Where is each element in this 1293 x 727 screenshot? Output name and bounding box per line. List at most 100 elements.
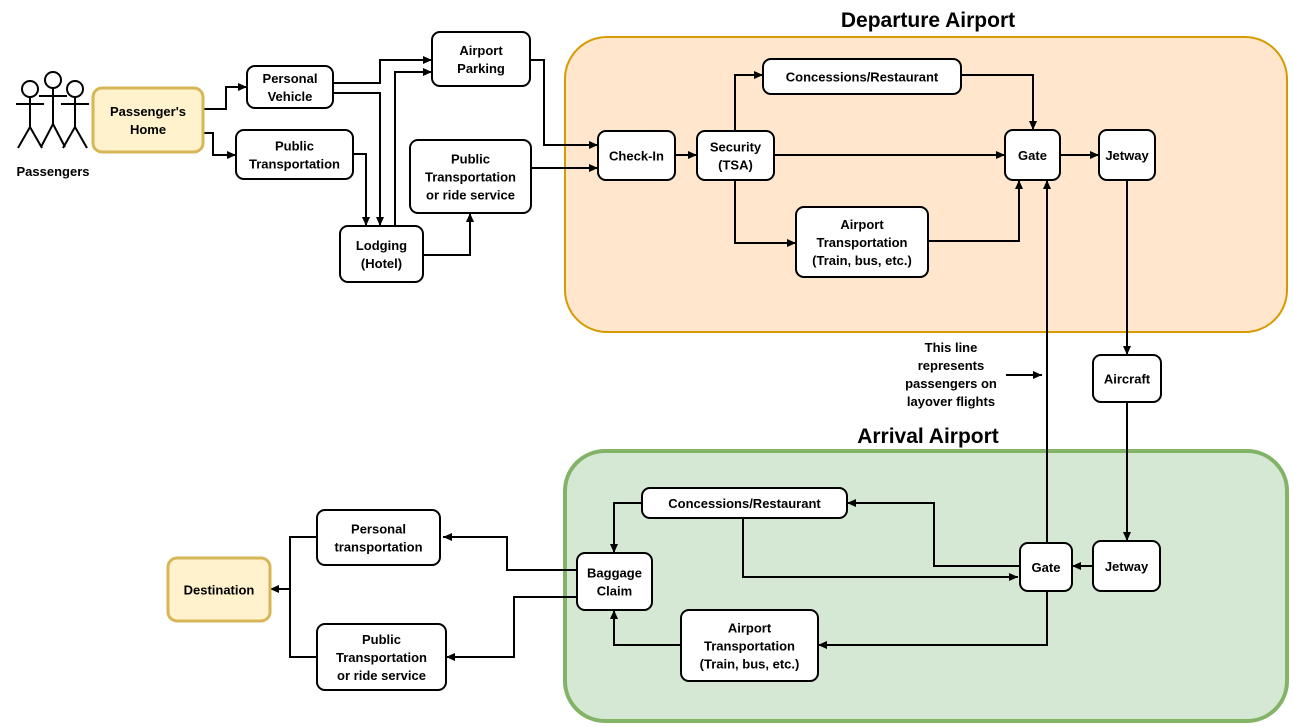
edge-personal-vehicle-lodging: [333, 92, 384, 226]
node-label: Transportation: [816, 235, 907, 250]
node-label: (Train, bus, etc.): [812, 253, 912, 268]
node-label: Airport: [728, 621, 772, 636]
node-box: [1019, 542, 1073, 592]
node-box: [762, 58, 962, 95]
node-personal-transportation: Personal transportation: [316, 509, 441, 566]
node-box: [795, 206, 929, 278]
node-dep-jetway: Jetway: [1098, 129, 1156, 181]
node-box: [316, 623, 447, 691]
node-box: [235, 129, 354, 180]
edge-security-concessions: [734, 71, 763, 131]
node-label: or ride service: [426, 188, 515, 203]
node-label: Public: [275, 139, 314, 154]
node-label: Transportation: [425, 170, 516, 185]
edge-gate-concessions: [847, 499, 1020, 567]
passengers-label: Passengers: [17, 164, 90, 179]
node-label: Transportation: [336, 650, 427, 665]
node-arr-jetway: Jetway: [1092, 540, 1161, 592]
node-label: Gate: [1018, 148, 1047, 163]
node-box: [680, 609, 819, 682]
node-label: Baggage: [587, 566, 642, 581]
node-label: (Train, bus, etc.): [700, 657, 800, 672]
node-aircraft: Aircraft: [1092, 354, 1162, 403]
node-label: (TSA): [718, 158, 753, 173]
edge-home-public-transportation: [203, 132, 236, 159]
node-label: Security: [710, 140, 762, 155]
edge-concessions-gate: [961, 74, 1037, 130]
node-label: Personal: [351, 522, 406, 537]
node-label: Concessions/Restaurant: [668, 496, 821, 511]
layover-annotation: This line represents passengers on layov…: [905, 340, 997, 409]
stick-figure-group-icon: [16, 71, 89, 149]
node-label: Transportation: [249, 157, 340, 172]
node-box: [1098, 129, 1156, 181]
arrival-airport-title: Arrival Airport: [857, 425, 999, 448]
edge-gate-airport-transport: [818, 591, 1048, 649]
node-label: Airport: [459, 43, 503, 58]
node-label: Gate: [1032, 560, 1061, 575]
node-dep-concessions: Concessions/Restaurant: [762, 58, 962, 95]
departure-airport-title: Departure Airport: [841, 9, 1015, 32]
node-label: Jetway: [1105, 148, 1149, 163]
node-label: Aircraft: [1104, 372, 1151, 387]
node-label: Jetway: [1105, 559, 1149, 574]
node-box: [576, 552, 653, 611]
node-box: [597, 130, 676, 181]
edge-lodging-public-ride: [423, 213, 474, 256]
edge-lodging-parking: [394, 68, 432, 226]
node-label: Claim: [597, 584, 632, 599]
edge-baggage-personal-transportation: [443, 533, 577, 571]
node-box: [339, 225, 424, 283]
node-box: [409, 139, 532, 214]
node-label: or ride service: [337, 668, 426, 683]
node-box: [1092, 354, 1162, 403]
edge-concessions-baggage: [610, 502, 642, 553]
node-security: Security (TSA): [696, 130, 775, 181]
node-lodging: Lodging(Hotel): [339, 225, 424, 283]
edge-security-airport-transport: [734, 180, 796, 247]
edge-personal-vehicle-parking: [333, 56, 432, 84]
edge-public-transportation-lodging: [353, 153, 370, 226]
node-box: [246, 65, 334, 109]
node-box: [696, 130, 775, 181]
node-arr-concessions: Concessions/Restaurant: [641, 487, 848, 519]
edge-to-destination: [270, 536, 317, 658]
node-box: [316, 509, 441, 566]
svg-text:This line: This line: [925, 340, 978, 355]
flow-edges: [203, 56, 1131, 661]
node-box: [1092, 540, 1161, 592]
node-label: Concessions/Restaurant: [786, 70, 939, 85]
node-check-in: Check-In: [597, 130, 676, 181]
svg-text:layover flights: layover flights: [907, 394, 995, 409]
svg-text:passengers on: passengers on: [905, 376, 997, 391]
edge-home-personal-vehicle: [203, 83, 247, 110]
node-label: Airport: [840, 217, 884, 232]
node-destination: Destination: [166, 556, 272, 623]
edge-parking-check-in: [530, 59, 598, 149]
node-label: Public: [362, 632, 401, 647]
node-label: transportation: [334, 540, 422, 555]
node-label: Destination: [184, 583, 255, 598]
edge-airport-transport-gate: [928, 180, 1023, 242]
node-label: Home: [130, 122, 166, 137]
node-label: Passenger's: [110, 104, 186, 119]
node-arr-gate: Gate: [1019, 542, 1073, 592]
edge-airport-transport-baggage: [610, 610, 681, 646]
node-dep-gate: Gate: [1004, 129, 1061, 181]
node-label: Check-In: [609, 149, 664, 164]
flow-nodes: Passenger'sHomePersonalVehiclePublicTran…: [91, 31, 1162, 691]
node-label: Vehicle: [268, 89, 313, 104]
node-label: Lodging: [356, 238, 407, 253]
node-box: [641, 487, 848, 519]
node-box: [166, 556, 272, 623]
node-label: Parking: [457, 61, 505, 76]
node-box: [431, 31, 531, 87]
